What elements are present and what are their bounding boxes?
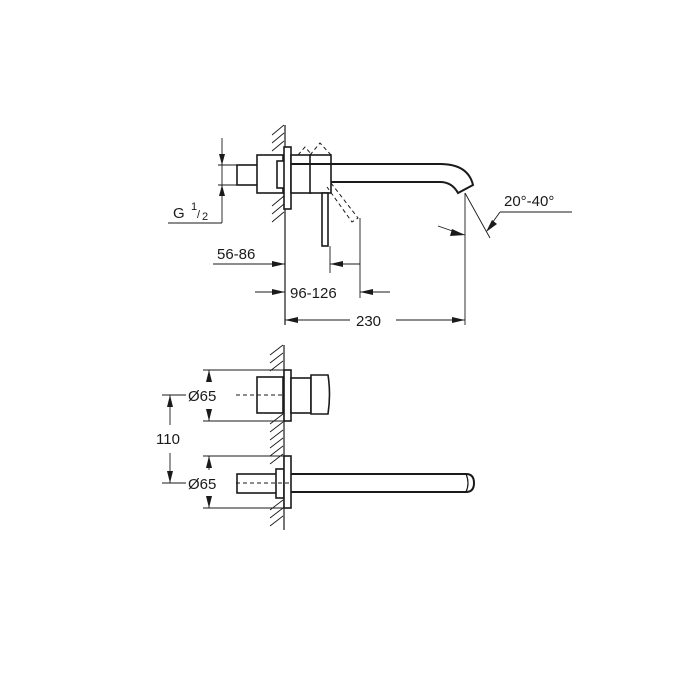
spout-escutcheon [283, 455, 292, 509]
mixer-body [290, 377, 312, 414]
spout [291, 163, 475, 195]
valve-body [290, 154, 312, 194]
lever-block [309, 154, 332, 194]
lever-alt-swing [326, 182, 359, 223]
top-view: Ø65 Ø65 110 [156, 344, 476, 530]
upper-diameter-label: Ø65 [188, 388, 216, 405]
lower-diameter-label: Ø65 [188, 476, 216, 493]
lever-alt-top-1 [297, 146, 313, 156]
thread-fraction-num: 1 [191, 201, 197, 213]
wall-depth-label: 56-86 [217, 246, 255, 263]
svg-text:/: / [197, 209, 201, 221]
lever-offset-label: 96-126 [290, 285, 337, 302]
spout-angle-label: 20°-40° [504, 193, 554, 210]
lever-handle [321, 192, 329, 247]
side-view: G 1 / 2 56-86 96-126 230 20°-40° [168, 124, 572, 330]
wall-hatch-top-view [269, 344, 284, 527]
center-distance-label: 110 [156, 431, 180, 448]
wall-hatch-top [271, 124, 285, 152]
thread-label: G [173, 205, 185, 222]
projection-label: 230 [356, 313, 381, 330]
wall-hatch-bottom [271, 195, 285, 223]
mixer-knob [310, 374, 331, 415]
spout-top-view [291, 473, 476, 493]
lever-alt-top-2 [309, 142, 332, 156]
escutcheon-plate [283, 146, 292, 210]
thread-fraction-den: 2 [202, 211, 208, 223]
mixer-escutcheon [283, 369, 292, 422]
